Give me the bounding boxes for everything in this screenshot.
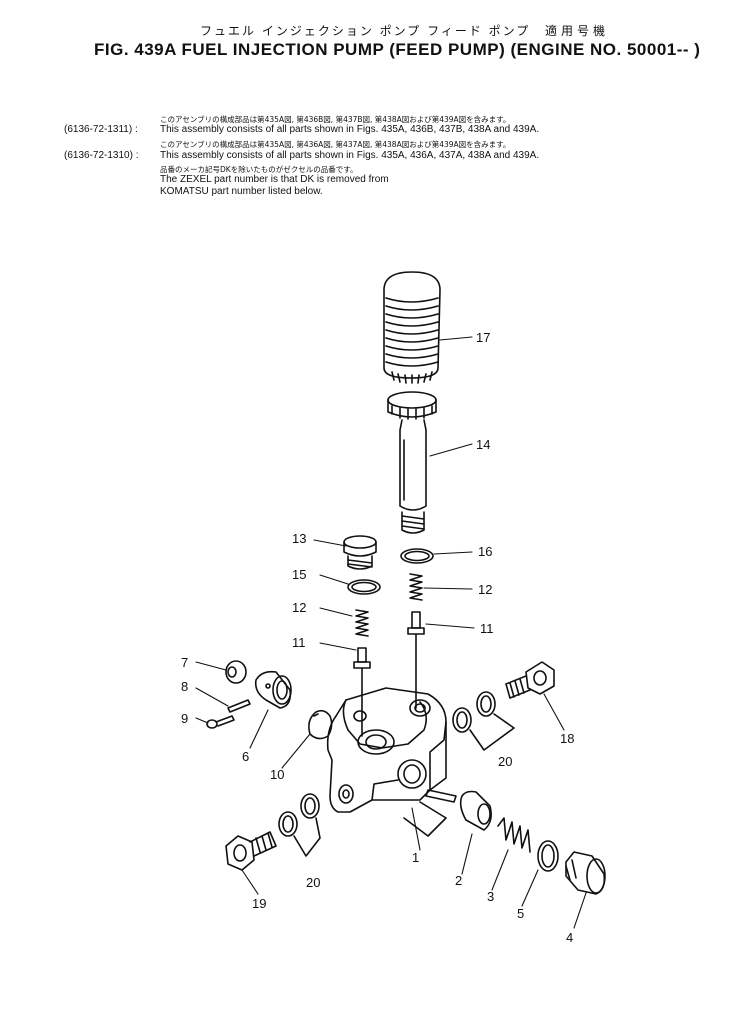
callout-9: 9	[181, 711, 188, 726]
callout-6: 6	[242, 749, 249, 764]
callout-19: 19	[252, 896, 266, 911]
zexel-note-line-1: The ZEXEL part number is that DK is remo…	[160, 174, 389, 185]
note-1-part-code: (6136-72-1311) :	[64, 124, 138, 135]
note-1-japanese: このアセンブリの構成部品は第435A図, 第436B図, 第437B図, 第43…	[160, 115, 511, 124]
callout-12-right: 12	[478, 582, 492, 597]
callout-1: 1	[412, 850, 419, 865]
leader-lines	[195, 336, 587, 929]
callout-15: 15	[292, 567, 306, 582]
callout-17: 17	[476, 330, 490, 345]
callout-4: 4	[566, 930, 573, 945]
note-2-english: This assembly consists of all parts show…	[160, 150, 540, 161]
callout-11-right: 11	[480, 621, 494, 636]
part-11-valve-right	[407, 611, 425, 709]
part-19-connector-bolt	[225, 831, 277, 871]
note-1-english: This assembly consists of all parts show…	[160, 124, 540, 135]
zexel-note-line-2: KOMATSU part number listed below.	[160, 186, 323, 197]
part-1-pump-body	[326, 687, 447, 813]
part-3-spring	[497, 817, 531, 853]
note-2-part-code: (6136-72-1310) :	[64, 150, 139, 161]
part-9-screw	[206, 715, 235, 729]
part-18-connector-bolt	[505, 661, 555, 699]
note-2-japanese: このアセンブリの構成部品は第435A図, 第436A図, 第437A図, 第43…	[160, 140, 511, 149]
part-16-gasket	[400, 548, 434, 564]
callout-13: 13	[292, 531, 306, 546]
callout-2: 2	[455, 873, 462, 888]
part-4-plug	[565, 851, 606, 895]
part-2-piston	[403, 789, 492, 837]
part-15-gasket	[347, 579, 381, 595]
callout-11-left: 11	[292, 635, 306, 650]
callout-7: 7	[181, 655, 188, 670]
callout-14: 14	[476, 437, 490, 452]
part-13-plug	[343, 535, 377, 570]
callout-20-left: 20	[306, 875, 320, 890]
callout-3: 3	[487, 889, 494, 904]
callout-16: 16	[478, 544, 492, 559]
part-7-nut	[225, 660, 247, 684]
callout-5: 5	[517, 906, 524, 921]
part-5-gasket	[537, 840, 559, 872]
part-11-valve-left	[353, 647, 371, 737]
part-12-spring-left	[355, 609, 369, 637]
japanese-title: フュエル インジェクション ポンプ フィード ポンプ	[200, 24, 531, 38]
part-17-strainer-cover	[383, 271, 441, 384]
part-6-sleeve	[254, 670, 292, 709]
callout-20-right: 20	[498, 754, 512, 769]
callout-18: 18	[560, 731, 574, 746]
zexel-note-japanese: 品番のメーカ記号DKを除いたものがゼクセルの品番です。	[160, 165, 358, 174]
callout-12-left: 12	[292, 600, 306, 615]
callout-10: 10	[270, 767, 284, 782]
japanese-applicable-label: 適用号機	[545, 24, 610, 38]
callout-8: 8	[181, 679, 188, 694]
part-12-spring-right	[409, 573, 423, 601]
part-20-washers-left	[278, 793, 321, 857]
part-20-washers-right	[452, 691, 515, 751]
figure-title: FIG. 439A FUEL INJECTION PUMP (FEED PUMP…	[94, 40, 701, 59]
part-14-priming-pump	[387, 391, 437, 534]
part-8-pin	[227, 699, 251, 713]
